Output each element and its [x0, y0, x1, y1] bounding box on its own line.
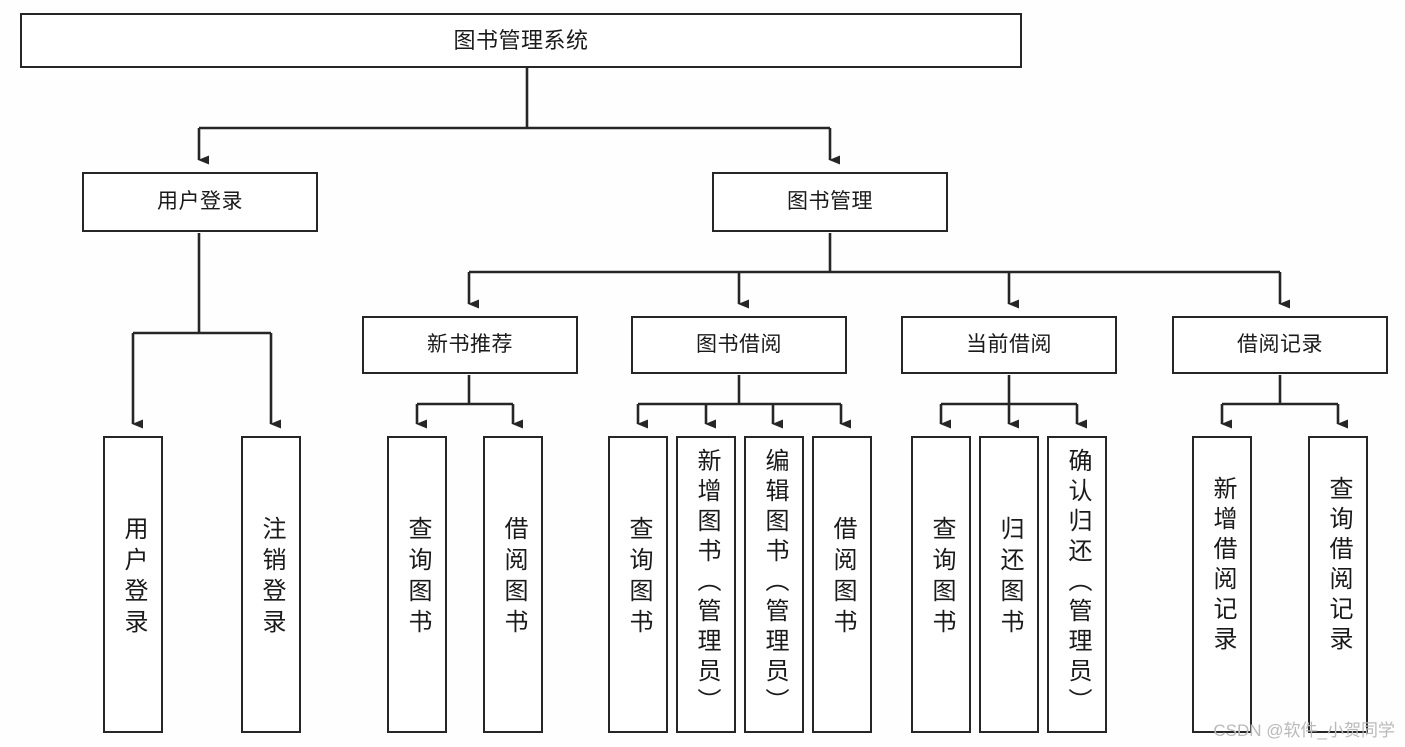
leaf-book-borrow-query-books[interactable]: 查询图书	[608, 436, 668, 733]
node-label: 查询借阅记录	[1325, 476, 1352, 656]
node-label: 用户登录	[157, 189, 243, 213]
node-label: 图书管理	[787, 189, 873, 213]
leaf-borrow-record-query-record[interactable]: 查询借阅记录	[1308, 436, 1368, 733]
node-label: 当前借阅	[966, 332, 1052, 356]
node-label: 查询图书	[625, 516, 652, 640]
csdn-watermark: CSDN @软件_小贺同学	[1213, 721, 1395, 740]
node-label: 新增图书（管理员）	[693, 448, 720, 718]
node-label: 借阅记录	[1237, 332, 1323, 356]
leaf-book-borrow-borrow-books[interactable]: 借阅图书	[812, 436, 872, 733]
node-label: 确认归还（管理员）	[1064, 448, 1091, 718]
node-new-book-recommend[interactable]: 新书推荐	[362, 316, 578, 374]
node-label: 编辑图书（管理员）	[761, 448, 788, 718]
leaf-book-borrow-add-book-admin[interactable]: 新增图书（管理员）	[676, 436, 736, 733]
node-label: 用户登录	[120, 516, 147, 640]
leaf-new-book-query-books[interactable]: 查询图书	[387, 436, 447, 733]
node-label: 借阅图书	[500, 516, 527, 640]
node-book-borrow[interactable]: 图书借阅	[631, 316, 847, 374]
node-label: 借阅图书	[829, 516, 856, 640]
node-root-book-management-system[interactable]: 图书管理系统	[20, 13, 1022, 68]
node-book-management[interactable]: 图书管理	[712, 172, 948, 232]
node-label: 图书借阅	[696, 332, 782, 356]
node-user-login[interactable]: 用户登录	[82, 172, 318, 232]
node-label: 注销登录	[258, 516, 285, 640]
node-label: 查询图书	[404, 516, 431, 640]
node-label: 归还图书	[996, 516, 1023, 640]
leaf-borrow-record-add-record[interactable]: 新增借阅记录	[1192, 436, 1252, 733]
leaf-current-borrow-return-books[interactable]: 归还图书	[979, 436, 1039, 733]
leaf-current-borrow-confirm-return-admin[interactable]: 确认归还（管理员）	[1047, 436, 1107, 733]
leaf-current-borrow-query-books[interactable]: 查询图书	[911, 436, 971, 733]
node-label: 新书推荐	[427, 332, 513, 356]
node-current-borrow[interactable]: 当前借阅	[901, 316, 1117, 374]
node-label: 新增借阅记录	[1209, 476, 1236, 656]
leaf-book-borrow-edit-book-admin[interactable]: 编辑图书（管理员）	[744, 436, 804, 733]
node-borrow-record[interactable]: 借阅记录	[1172, 316, 1388, 374]
leaf-new-book-borrow-books[interactable]: 借阅图书	[483, 436, 543, 733]
node-label: 查询图书	[928, 516, 955, 640]
leaf-user-login-logout[interactable]: 注销登录	[241, 436, 301, 733]
node-label: 图书管理系统	[453, 27, 589, 53]
leaf-user-login-login[interactable]: 用户登录	[103, 436, 163, 733]
